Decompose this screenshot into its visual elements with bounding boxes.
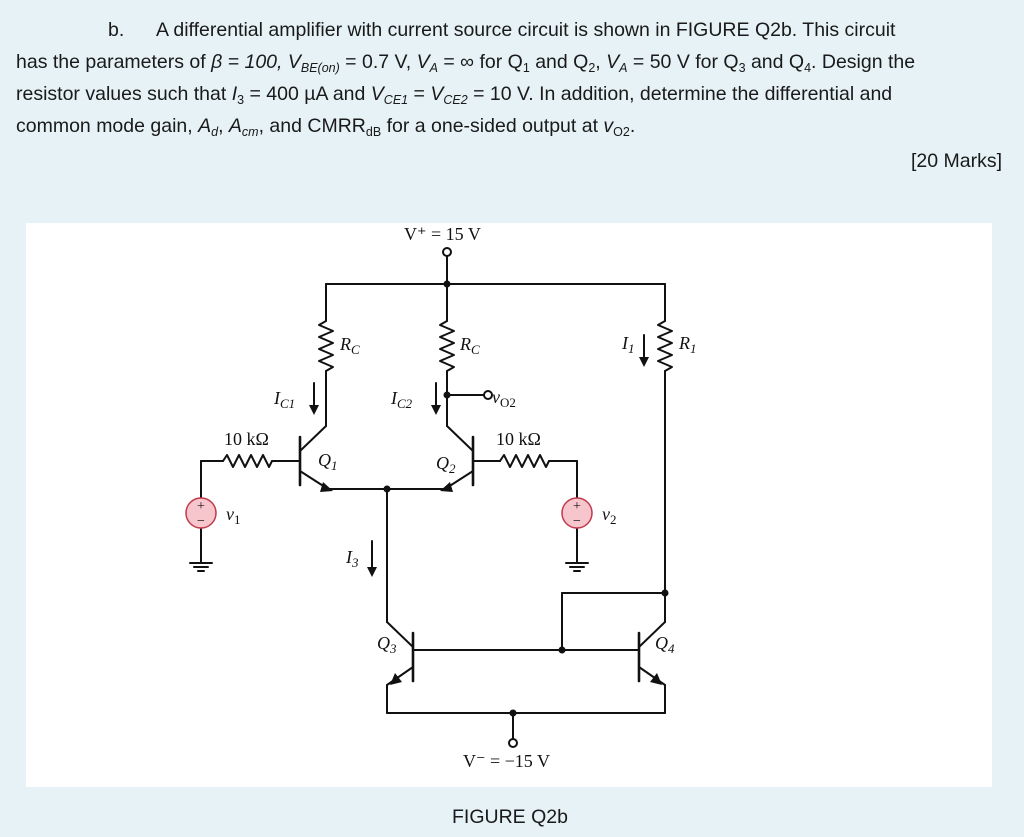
acm-subscript: cm xyxy=(241,125,259,139)
vminus-label: V⁻ = −15 V xyxy=(463,751,550,771)
vo2-terminal xyxy=(483,390,493,400)
q4-label: Q4 xyxy=(655,633,675,656)
vo2-label: vO2 xyxy=(492,387,516,410)
vce2-symbol: V xyxy=(430,83,444,105)
vplus-terminal xyxy=(442,247,452,257)
text-span: , xyxy=(218,115,229,137)
text-span: for a one-sided output at xyxy=(381,115,604,137)
vce1-symbol: V xyxy=(370,83,384,105)
q1-subscript: 1 xyxy=(522,61,530,75)
q3-label: Q3 xyxy=(377,633,397,656)
va-symbol: V xyxy=(606,51,620,73)
v2-minus-sign: − xyxy=(573,514,581,529)
vbe-symbol: V xyxy=(287,51,301,73)
vo2-symbol: v xyxy=(603,115,614,137)
v1-source: + − xyxy=(185,497,217,529)
ad-subscript: d xyxy=(211,125,219,139)
q3-subscript: 3 xyxy=(738,61,746,75)
q1-emitter-arrow xyxy=(320,482,333,492)
input-resistor-right xyxy=(499,454,550,468)
question-line-2: has the parameters of β = 100, VBE(on) =… xyxy=(16,46,1008,78)
acm-symbol: A xyxy=(228,115,242,137)
i3-symbol: I xyxy=(231,83,238,105)
rc-right-resistor xyxy=(439,320,455,372)
vce2-subscript: CE2 xyxy=(443,93,468,107)
rc-left-resistor xyxy=(318,320,334,372)
q4-emitter-arrow xyxy=(650,673,662,685)
q1-label: Q1 xyxy=(318,450,338,473)
text-span: common mode gain, xyxy=(16,115,199,137)
v1-label: v1 xyxy=(226,504,241,527)
text-span: = 50 V for Q xyxy=(627,51,739,73)
circuit-diagram: + − + − V⁺ = 15 V V⁻ = −15 V RC RC R1 I1… xyxy=(185,224,697,771)
beta-text: β = 100, xyxy=(211,51,288,73)
rc-left-label: RC xyxy=(339,334,360,357)
text-span: . Design the xyxy=(811,51,916,73)
ad-symbol: A xyxy=(198,115,212,137)
text-span: , xyxy=(595,51,607,73)
question-line-3: resistor values such that I3 = 400 µA an… xyxy=(16,78,1008,110)
i3-subscript: 3 xyxy=(237,93,245,107)
v2-source: + − xyxy=(561,497,593,529)
v2-plus-sign: + xyxy=(573,499,581,514)
circuit-labels: V⁺ = 15 V V⁻ = −15 V RC RC R1 I1 IC1 IC2… xyxy=(224,224,697,771)
text-span: has the parameters of xyxy=(16,51,212,73)
q2-subscript: 2 xyxy=(588,61,596,75)
r1-resistor xyxy=(657,320,673,372)
rc-right-label: RC xyxy=(459,334,480,357)
figure-caption-text: FIGURE Q2b xyxy=(452,806,568,828)
vminus-terminal xyxy=(508,738,518,748)
text-span: resistor values such that xyxy=(16,83,232,105)
wires xyxy=(189,247,673,748)
r1-label: R1 xyxy=(678,333,697,356)
v2-label: v2 xyxy=(602,504,617,527)
text-span: . xyxy=(629,115,636,137)
text-span: , and CMRR xyxy=(258,115,366,137)
input-resistor-left-label: 10 kΩ xyxy=(224,429,269,449)
q2-label: Q2 xyxy=(436,453,456,476)
i3-label: I3 xyxy=(345,547,359,570)
cmrr-subscript: dB xyxy=(365,125,382,139)
text-span: = 10 V. In addition, determine the diffe… xyxy=(467,83,893,105)
va-symbol: V xyxy=(416,51,430,73)
question-line-1: b. A differential amplifier with current … xyxy=(16,14,1008,46)
question-text: b. A differential amplifier with current … xyxy=(16,14,1008,142)
vbe-subscript: BE(on) xyxy=(300,61,340,75)
input-resistor-right-label: 10 kΩ xyxy=(496,429,541,449)
q4-subscript: 4 xyxy=(804,61,812,75)
text-span: = ∞ for Q xyxy=(437,51,523,73)
va-subscript: A xyxy=(429,61,438,75)
va-subscript: A xyxy=(619,61,628,75)
question-line-4: common mode gain, Ad, Acm, and CMRRdB fo… xyxy=(16,110,1008,142)
text-span: = 400 µA and xyxy=(244,83,371,105)
text-span: = 0.7 V, xyxy=(339,51,417,73)
v1-plus-sign: + xyxy=(197,499,205,514)
figure-caption: FIGURE Q2b xyxy=(0,806,1024,829)
question-label: b. xyxy=(108,19,125,41)
v1-minus-sign: − xyxy=(197,514,205,529)
ic2-label: IC2 xyxy=(390,388,413,411)
arrowheads-and-dots xyxy=(309,280,669,717)
q2-emitter-arrow xyxy=(440,482,453,492)
input-resistor-left xyxy=(222,454,273,468)
text-span: and Q xyxy=(529,51,589,73)
circuit-figure: + − + − V⁺ = 15 V V⁻ = −15 V RC RC R1 I1… xyxy=(26,223,992,787)
question-line-1-text: A differential amplifier with current so… xyxy=(156,19,896,41)
vce1-subscript: CE1 xyxy=(383,93,409,107)
vplus-label: V⁺ = 15 V xyxy=(404,224,481,244)
marks-label: [20 Marks] xyxy=(910,150,1002,172)
ic1-label: IC1 xyxy=(273,388,295,411)
i1-label: I1 xyxy=(621,333,635,356)
text-span: = xyxy=(408,83,431,105)
vo2-subscript: O2 xyxy=(613,125,630,139)
q3-emitter-arrow xyxy=(390,673,402,685)
text-span: and Q xyxy=(745,51,805,73)
